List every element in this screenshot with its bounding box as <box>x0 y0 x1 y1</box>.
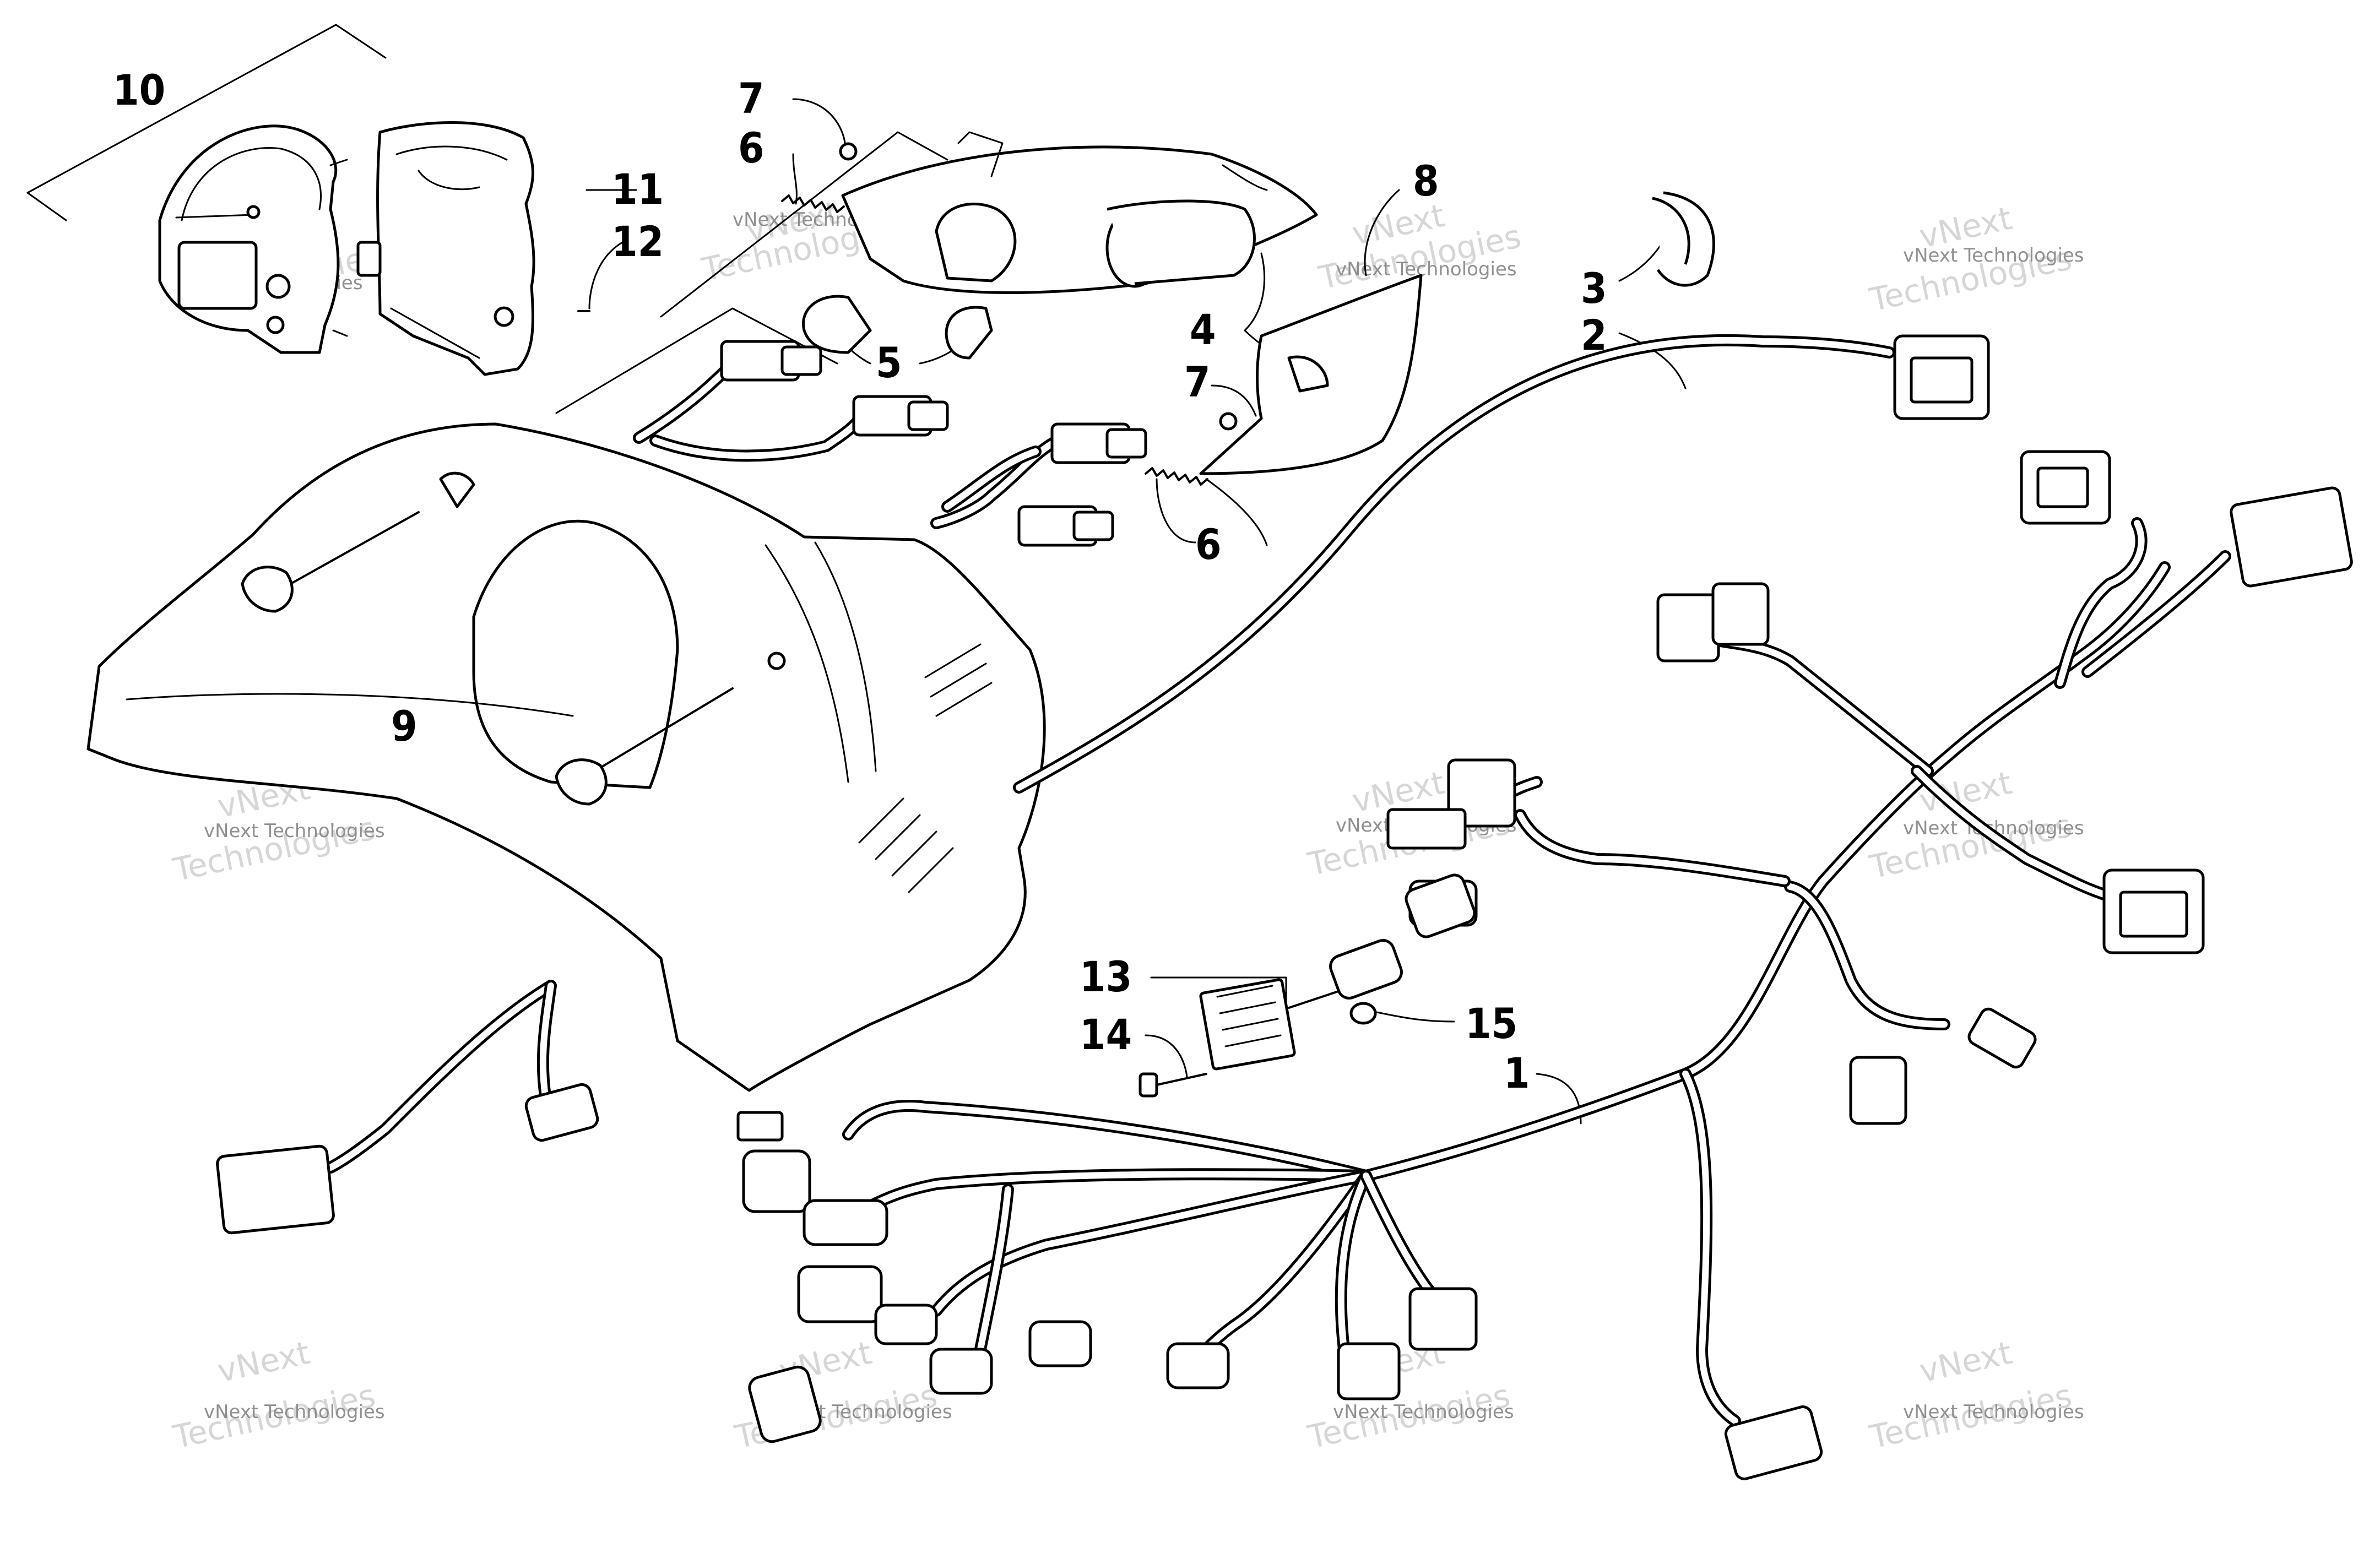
electrical-connector-icon <box>2020 450 2111 525</box>
watermark-text: Technologies <box>170 1377 379 1456</box>
watermark-text: vNext <box>214 1334 313 1390</box>
speedometer-housing <box>356 121 535 376</box>
washer <box>1349 1002 1377 1025</box>
watermark: vNext Technologies vNext Technologies <box>170 1334 385 1456</box>
leader-line-6b <box>1156 478 1196 544</box>
wiring-harness-hood <box>324 980 557 1174</box>
leader-line-15 <box>1365 1009 1455 1023</box>
speedometer-icon <box>158 124 348 354</box>
callout-4: 4 <box>1190 305 1216 354</box>
callout-7-bottom: 7 <box>1184 357 1211 406</box>
leader-line-6 <box>792 153 798 205</box>
leader-line-8 <box>1364 189 1400 276</box>
bulb-socket <box>945 306 993 360</box>
leader-line-12 <box>588 241 624 309</box>
knob-bolt <box>241 471 475 613</box>
callout-7-top: 7 <box>738 74 765 123</box>
wiring-harness-branches <box>842 1100 1438 1355</box>
headlight-panel-upper <box>841 131 1318 294</box>
voltage-regulator-icon <box>1199 873 1476 1071</box>
callout-2: 2 <box>1581 311 1607 360</box>
callout-6-top: 6 <box>738 123 765 172</box>
callout-labels: 1 2 3 4 5 6 6 7 7 8 9 10 11 12 13 14 15 <box>113 66 1607 1098</box>
leader-line-7 <box>792 98 847 158</box>
callout-14: 14 <box>1080 1010 1132 1059</box>
callout-15: 15 <box>1465 999 1517 1048</box>
watermark-text: vNext <box>1916 1334 2015 1390</box>
callout-10: 10 <box>113 66 165 115</box>
bolt <box>1139 1072 1207 1098</box>
bulb-socket <box>802 295 872 354</box>
watermark-text: Technologies <box>1304 1377 1514 1456</box>
headlight-panel-lower <box>1199 274 1423 546</box>
wiring-harness-2 <box>1013 334 1895 794</box>
leader-line-14 <box>1145 1034 1188 1078</box>
leader-line-4 <box>1244 252 1266 332</box>
watermark-text: vNext Technologies <box>1903 245 2084 267</box>
electrical-connector-icon <box>1724 1405 1823 1480</box>
callout-1: 1 <box>1504 1049 1530 1098</box>
leader-line-7b <box>1211 384 1257 417</box>
electrical-connector-icon <box>736 1111 1478 1443</box>
callout-5: 5 <box>876 338 902 387</box>
electrical-connector-icon <box>2230 486 2353 588</box>
retaining-ring <box>1652 191 1715 287</box>
electrical-connector-icon <box>1893 334 1990 420</box>
watermark: vNext Technologies vNext Technologies <box>1304 1334 1514 1456</box>
electrical-connector-icon <box>720 340 822 382</box>
callout-8: 8 <box>1413 156 1439 205</box>
knob-bolt <box>555 651 786 806</box>
callout-3: 3 <box>1581 264 1607 313</box>
spring <box>1145 467 1208 486</box>
electrical-connector-icon <box>1656 582 1770 663</box>
electrical-connector-icon <box>1050 422 1147 464</box>
callout-13: 13 <box>1080 952 1132 1001</box>
electrical-connector-icon <box>216 1083 599 1235</box>
watermark-text: vNext Technologies <box>1903 1401 2084 1423</box>
hood-body <box>86 422 1046 1092</box>
electrical-connector-icon <box>1017 505 1114 547</box>
watermark: vNext Technologies vNext Technologies <box>1866 1334 2084 1456</box>
leader-line-2 <box>1618 332 1687 389</box>
spring <box>781 194 845 213</box>
watermark: vNext Technologies vNext Technologies <box>1866 199 2084 319</box>
electrical-connector-icon <box>852 395 949 437</box>
nut <box>839 142 858 161</box>
leader-line-panel <box>660 131 948 318</box>
watermark-text: Technologies <box>1866 1377 2075 1456</box>
callout-6-bottom: 6 <box>1195 520 1222 569</box>
callout-12: 12 <box>611 217 664 266</box>
electrical-connector-icon <box>2102 868 2205 954</box>
callout-9: 9 <box>391 702 418 751</box>
electrical-connector-icon <box>1849 1007 2037 1125</box>
wiring-harness-1 <box>1360 517 2231 1427</box>
watermark-text: vNext Technologies <box>204 1401 385 1423</box>
leader-line-10b <box>26 192 67 221</box>
callout-11: 11 <box>611 165 664 214</box>
watermark-text: vNext Technologies <box>1333 1401 1514 1423</box>
leader-line-main <box>555 307 838 414</box>
nut <box>1219 412 1238 431</box>
watermark-text: vNext Technologies <box>204 820 385 842</box>
leader-lines <box>26 24 1687 1125</box>
leader-line-10 <box>26 24 387 194</box>
